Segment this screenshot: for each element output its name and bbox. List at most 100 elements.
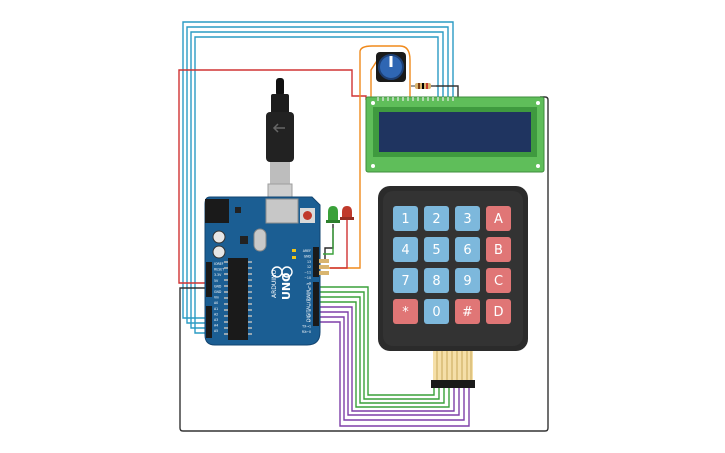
key-face[interactable] [455, 268, 480, 293]
wire-gnd-loop [179, 96, 549, 432]
key-B[interactable]: B [486, 237, 511, 262]
pin-label-right: AREF [303, 249, 311, 253]
capacitor-1 [212, 230, 226, 244]
wire-green-k4 [318, 301, 450, 408]
key-label: 4 [401, 243, 409, 258]
pin-label-right: TX→1 [301, 325, 311, 329]
key-label: C [494, 274, 503, 289]
key-7[interactable]: 7 [393, 268, 418, 293]
key-1[interactable]: 1 [393, 206, 418, 231]
key-#[interactable]: # [455, 299, 480, 324]
key-face[interactable] [486, 237, 511, 262]
board-name: UNO [280, 273, 293, 301]
usb-port [265, 198, 299, 224]
pin-label-right: 7 [309, 292, 311, 296]
digital-header-1 [313, 247, 319, 277]
pin-label-right: 13 [307, 260, 311, 264]
key-label: D [493, 305, 503, 320]
key-A[interactable]: A [486, 206, 511, 231]
keypad-ribbon [433, 351, 473, 381]
key-face[interactable] [393, 237, 418, 262]
led-resistors [319, 259, 329, 275]
key-face[interactable] [486, 299, 511, 324]
key-3[interactable]: 3 [455, 206, 480, 231]
wire-green-k1 [318, 286, 435, 396]
pin-label-left: 3.3V [214, 273, 222, 277]
pin-label-right: ~10 [304, 276, 311, 280]
pin-label-left: A4 [214, 324, 218, 328]
pin-label-left: 5V [214, 279, 219, 283]
key-label: 1 [401, 212, 409, 227]
key-label: * [402, 305, 409, 320]
resistor-icon [411, 83, 436, 89]
key-face[interactable] [455, 237, 480, 262]
key-label: 7 [401, 274, 409, 289]
key-face[interactable] [393, 268, 418, 293]
wire-red-5v [178, 69, 367, 284]
pin-label-right: 2 [309, 319, 311, 323]
wire-purple-k5 [318, 306, 455, 412]
key-label: 3 [463, 212, 471, 227]
pin-label-right: GND [304, 254, 312, 258]
wire-purple-k6 [318, 311, 460, 416]
pin-label-right: ~9 [306, 281, 311, 285]
pin-label-left: RESET [214, 268, 224, 272]
key-C[interactable]: C [486, 268, 511, 293]
key-face[interactable] [424, 206, 449, 231]
pin-label-right: 12 [307, 265, 311, 269]
key-label: 6 [463, 243, 471, 258]
key-face[interactable] [455, 299, 480, 324]
key-face[interactable] [486, 206, 511, 231]
wire-cyan-a3 [194, 36, 439, 334]
key-label: 5 [432, 243, 440, 258]
capacitor-2 [212, 245, 226, 259]
key-2[interactable]: 2 [424, 206, 449, 231]
power-header [206, 262, 212, 297]
key-label: 8 [432, 274, 440, 289]
key-5[interactable]: 5 [424, 237, 449, 262]
key-face[interactable] [393, 206, 418, 231]
digital-header-2 [313, 282, 319, 326]
wire-led-red [330, 219, 348, 269]
wire-green-k2 [318, 291, 440, 400]
pin-label-left: A1 [214, 307, 218, 311]
pin-label-right: ~11 [304, 271, 311, 275]
power-jack [205, 199, 229, 223]
wire-cyan-a1 [186, 26, 449, 324]
key-9[interactable]: 9 [455, 268, 480, 293]
key-label: 0 [432, 305, 440, 320]
key-label: A [494, 212, 503, 227]
key-label: # [462, 305, 473, 320]
key-face[interactable] [486, 268, 511, 293]
wire-led-green-2 [323, 228, 334, 255]
potentiometer-icon[interactable] [376, 52, 406, 82]
key-label: 9 [463, 274, 471, 289]
key-face[interactable] [393, 299, 418, 324]
key-face[interactable] [455, 206, 480, 231]
key-face[interactable] [424, 237, 449, 262]
arduino-uno-board[interactable]: UNO ARDUINO DIGITAL (PWM ~) IOREFRESET3.… [204, 196, 321, 346]
key-face[interactable] [424, 299, 449, 324]
key-0[interactable]: 0 [424, 299, 449, 324]
digital-label: DIGITAL (PWM ~) [306, 283, 312, 322]
key-8[interactable]: 8 [424, 268, 449, 293]
key-6[interactable]: 6 [455, 237, 480, 262]
lcd-module [365, 96, 545, 173]
pin-label-right: 4 [309, 308, 311, 312]
pin-label-left: GND [214, 284, 222, 288]
wire-green-k3 [318, 296, 445, 404]
pin-label-right: 8 [309, 287, 311, 291]
pin-label-left: GND [214, 290, 222, 294]
board-logo-text: ARDUINO [271, 269, 278, 298]
key-label: B [494, 243, 503, 258]
wire-dark-backlight [430, 85, 459, 100]
key-4[interactable]: 4 [393, 237, 418, 262]
wire-purple-k8 [318, 321, 470, 427]
key-face[interactable] [424, 268, 449, 293]
wire-cyan-a2 [190, 31, 444, 329]
key-*[interactable]: * [393, 299, 418, 324]
key-D[interactable]: D [486, 299, 511, 324]
